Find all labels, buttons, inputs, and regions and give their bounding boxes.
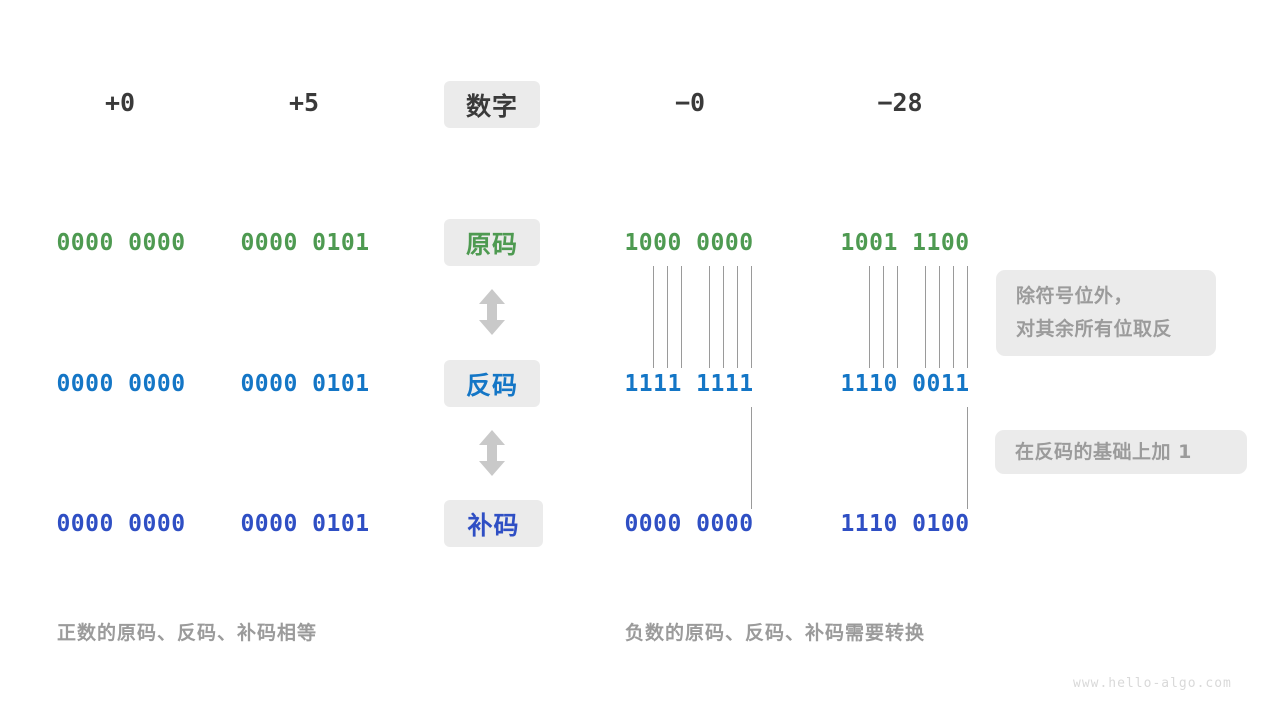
note-invert-bits-line-2: 对其余所有位取反 (1016, 318, 1173, 340)
center-label-buma: 补码 (444, 500, 543, 547)
cell-buma-minus-zero: 0000 0000 (624, 511, 754, 537)
arrow-yuanma-fanma (477, 288, 507, 341)
caption-positive: 正数的原码、反码、补码相等 (57, 622, 318, 644)
cell-buma-plus-zero: 0000 0000 (56, 511, 186, 537)
cell-buma-minus-twentyeight: 1110 0100 (840, 511, 970, 537)
cell-buma-plus-five: 0000 0101 (240, 511, 370, 537)
cell-fanma-minus-twentyeight: 1110 0011 (840, 371, 970, 397)
column-header-plus-zero: +0 (104, 88, 136, 117)
note-invert-bits: 除符号位外， 对其余所有位取反 (996, 270, 1216, 356)
connector-line (967, 407, 968, 509)
connector-line (751, 266, 752, 368)
connector-line (667, 266, 668, 368)
cell-fanma-plus-five: 0000 0101 (240, 371, 370, 397)
cell-fanma-plus-zero: 0000 0000 (56, 371, 186, 397)
cell-yuanma-plus-zero: 0000 0000 (56, 230, 186, 256)
column-header-plus-five: +5 (288, 88, 320, 117)
connector-line (897, 266, 898, 368)
connector-line (751, 407, 752, 509)
cell-yuanma-minus-zero: 1000 0000 (624, 230, 754, 256)
center-label-number: 数字 (444, 81, 540, 128)
connector-line (967, 266, 968, 368)
note-invert-bits-line-1: 除符号位外， (1016, 285, 1134, 307)
cell-fanma-minus-zero: 1111 1111 (624, 371, 754, 397)
center-label-fanma: 反码 (444, 360, 540, 407)
connector-line (883, 266, 884, 368)
connector-line (737, 266, 738, 368)
arrow-fanma-buma (477, 429, 507, 482)
watermark: www.hello-algo.com (1073, 676, 1232, 691)
column-header-minus-zero: −0 (674, 88, 706, 117)
cell-yuanma-plus-five: 0000 0101 (240, 230, 370, 256)
connector-line (869, 266, 870, 368)
connector-line (953, 266, 954, 368)
connector-line (681, 266, 682, 368)
connector-line (939, 266, 940, 368)
caption-negative: 负数的原码、反码、补码需要转换 (625, 622, 926, 644)
note-add-one-line-1: 在反码的基础上加 1 (1015, 440, 1192, 463)
center-label-yuanma: 原码 (444, 219, 540, 266)
cell-yuanma-minus-twentyeight: 1001 1100 (840, 230, 970, 256)
note-add-one: 在反码的基础上加 1 (995, 430, 1247, 474)
connector-line (925, 266, 926, 368)
connector-line (709, 266, 710, 368)
column-header-minus-twentyeight: −28 (877, 88, 923, 117)
connector-line (723, 266, 724, 368)
connector-line (653, 266, 654, 368)
